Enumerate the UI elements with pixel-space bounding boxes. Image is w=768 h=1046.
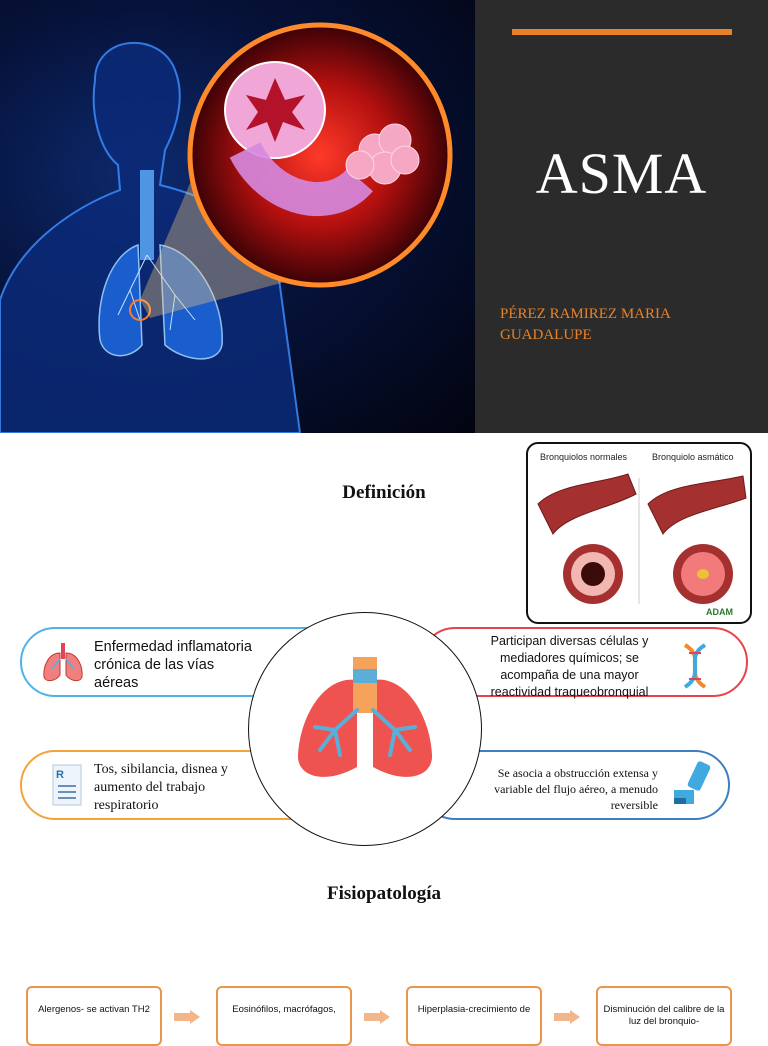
caption-asthmatic: Bronquiolo asmático	[652, 452, 734, 462]
flow-step-4: Disminución del calibre de la luz del br…	[596, 986, 732, 1046]
flow-arrow	[364, 1010, 390, 1024]
adam-logo: ADAM	[706, 607, 733, 617]
lungs-icon	[43, 643, 83, 682]
anatomy-illustration	[0, 0, 475, 433]
card-text: Participan diversas células y mediadores…	[490, 634, 649, 699]
definition-heading: Definición	[342, 482, 426, 503]
slide-title: ASMA	[535, 141, 708, 206]
lungs-illustration	[297, 657, 433, 777]
flow-step-1: Alergenos- se activan TH2	[26, 986, 162, 1046]
pathophysiology-heading: Fisiopatología	[326, 883, 441, 904]
center-lungs-circle	[248, 612, 482, 846]
title-panel	[475, 0, 768, 433]
flow-arrow	[174, 1010, 200, 1024]
bronchioles-image: Bronquiolos normales Bronquiolo asmático…	[526, 442, 752, 624]
definition-card-2: Participan diversas células y mediadores…	[420, 627, 748, 699]
flow-step-3: Hiperplasia-crecimiento de	[406, 986, 542, 1046]
accent-bar	[512, 29, 732, 35]
dna-icon	[683, 643, 707, 689]
flow-arrow	[554, 1010, 580, 1024]
definition-card-4: Se asocia a obstrucción extensa y variab…	[420, 750, 730, 820]
svg-text:R: R	[56, 769, 64, 781]
inhaler-icon	[674, 761, 711, 804]
flow-step-2: Eosinófilos, macrófagos,	[216, 986, 352, 1046]
author-name: PÉREZ RAMIREZ MARIA GUADALUPE	[500, 306, 671, 343]
title-slide: ASMA PÉREZ RAMIREZ MARIA GUADALUPE	[0, 0, 768, 433]
card-text: Enfermedad inflamatoria crónica de las v…	[94, 639, 252, 691]
prescription-icon: R	[52, 764, 82, 806]
card-text: Tos, sibilancia, disnea y aumento del tr…	[94, 762, 228, 813]
caption-normal: Bronquiolos normales	[540, 452, 628, 462]
card-text: Se asocia a obstrucción extensa y variab…	[494, 766, 658, 812]
